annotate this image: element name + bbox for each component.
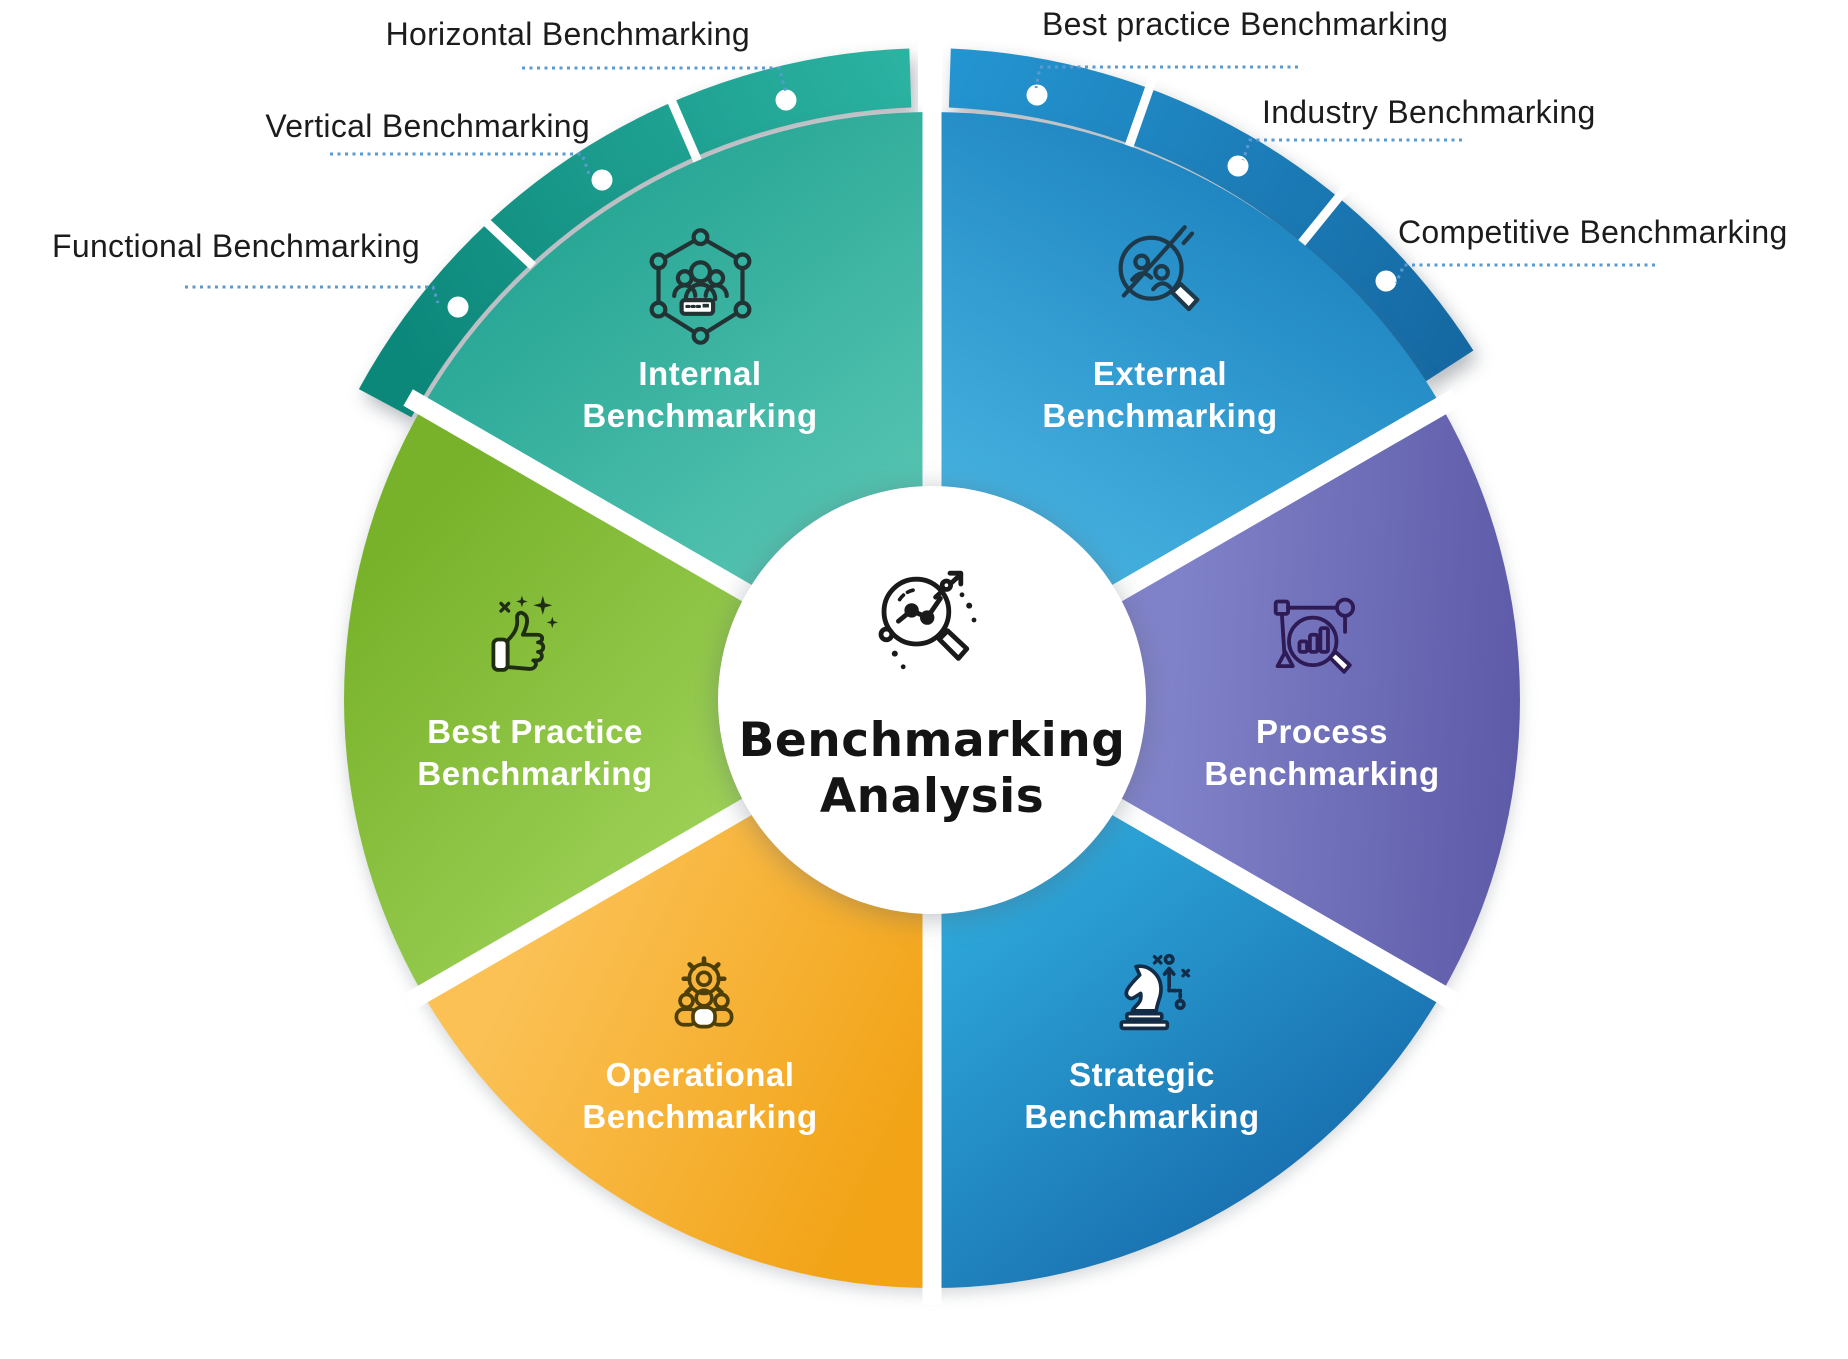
connector-competitive (1394, 263, 1655, 284)
strategic-label-line1: Strategic (1069, 1056, 1215, 1093)
callout-vertical-benchmarking: Vertical Benchmarking (265, 108, 590, 144)
outer-ring-dots (447, 84, 1397, 318)
callout-industry-benchmarking: Industry Benchmarking (1262, 94, 1596, 130)
dot-industry (1227, 155, 1249, 177)
best-practice-label-line2: Benchmarking (417, 755, 652, 792)
center-title-line1: Benchmarking (739, 713, 1126, 768)
center-title-line2: Analysis (820, 769, 1044, 824)
outer-ring (358, 48, 1474, 418)
center-circle (718, 486, 1146, 914)
outer-band-teal (358, 48, 912, 418)
dot-horizontal (775, 89, 797, 111)
people-search-icon (1118, 225, 1200, 312)
strategic-label-line2: Benchmarking (1024, 1098, 1259, 1135)
dot-best-practice (1026, 84, 1048, 106)
operational-label-line2: Benchmarking (582, 1098, 817, 1135)
dot-functional (447, 296, 469, 318)
external-label-line1: External (1093, 355, 1227, 392)
chart-magnifier-icon (1273, 597, 1356, 674)
best-practice-label-line1: Best Practice (427, 713, 643, 750)
dot-competitive (1375, 270, 1397, 292)
connector-functional (185, 285, 440, 304)
chess-strategy-icon (1119, 953, 1191, 1031)
callout-functional-benchmarking: Functional Benchmarking (52, 228, 420, 264)
connector-horizontal (522, 66, 788, 93)
magnifier-trend-icon (878, 570, 977, 670)
operational-label-line1: Operational (606, 1056, 795, 1093)
process-label-line2: Benchmarking (1204, 755, 1439, 792)
external-label-line2: Benchmarking (1042, 397, 1277, 434)
internal-label-line2: Benchmarking (582, 397, 817, 434)
callout-connectors (185, 65, 1655, 304)
gear-team-icon (674, 956, 734, 1029)
segment-labels: Internal Benchmarking External Benchmark… (417, 355, 1439, 1135)
segment-best-practice (344, 406, 932, 994)
thumbs-up-icon (491, 595, 558, 672)
callout-competitive-benchmarking: Competitive Benchmarking (1398, 214, 1788, 250)
dot-vertical (591, 169, 613, 191)
connector-vertical (330, 152, 592, 178)
network-team-icon (649, 228, 752, 345)
connector-industry (1241, 138, 1462, 161)
connector-best-practice (1034, 65, 1298, 89)
callout-best-practice-benchmarking: Best practice Benchmarking (1042, 6, 1449, 42)
process-label-line1: Process (1256, 713, 1388, 750)
outer-band-blue (948, 48, 1474, 383)
callout-horizontal-benchmarking: Horizontal Benchmarking (385, 16, 750, 52)
segment-process (932, 406, 1520, 994)
internal-label-line1: Internal (638, 355, 761, 392)
